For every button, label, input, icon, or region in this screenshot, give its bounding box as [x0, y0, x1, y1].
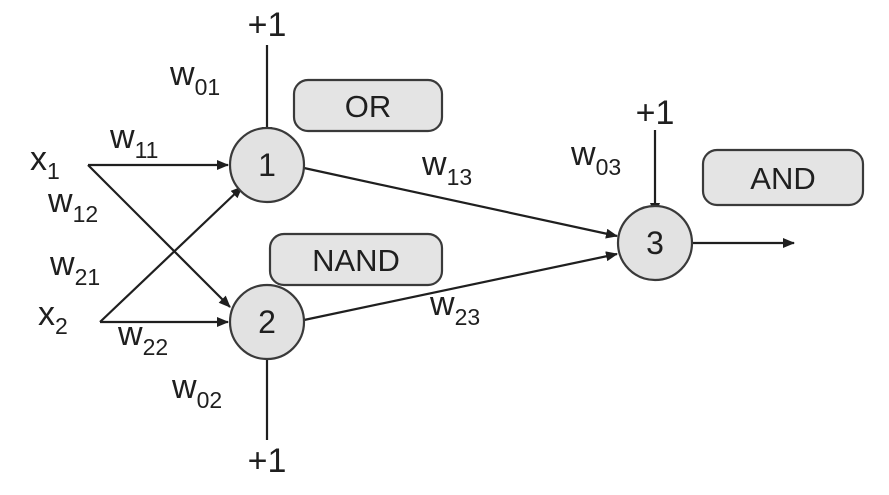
weight-w21-label: w21 [49, 245, 100, 290]
node-1-label: 1 [258, 147, 276, 183]
edge-node-1-to-node-3 [303, 166, 618, 239]
gate-and: AND [701, 148, 865, 207]
input-x2-sub: 2 [55, 313, 68, 339]
weight-w01-base: w [169, 55, 195, 93]
weight-w12-sub: 12 [73, 201, 99, 227]
weight-w02-label: w02 [171, 368, 222, 413]
input-x1-base: x [30, 140, 47, 178]
node-3-label: 3 [646, 225, 664, 261]
node-1: 1 [228, 126, 306, 204]
gate-nand: NAND [268, 232, 444, 287]
weight-w01-label: w01 [169, 55, 220, 100]
weight-w03-base: w [570, 135, 596, 173]
weight-w22-label: w22 [117, 315, 168, 360]
weight-w12-label: w12 [47, 182, 98, 227]
weight-w13-label: w13 [421, 145, 472, 190]
gate-nand-label: NAND [312, 243, 400, 278]
weight-w22-sub: 22 [143, 334, 169, 360]
weight-w11-sub: 11 [135, 137, 159, 163]
gate-and-label: AND [750, 161, 815, 196]
weight-w02-sub: 02 [197, 387, 223, 413]
input-x2-label: x2 [38, 295, 68, 339]
weight-w21-base: w [49, 245, 75, 283]
weight-w21-sub: 21 [75, 264, 101, 290]
edge-x1-to-node-2 [87, 164, 231, 308]
input-x2-base: x [38, 295, 55, 333]
weight-w13-base: w [421, 145, 447, 183]
weight-w12-base: w [47, 182, 73, 220]
input-x1-sub: 1 [47, 158, 60, 184]
node-3: 3 [616, 204, 694, 282]
weight-w23-sub: 23 [455, 304, 481, 330]
bias-label-bottom-node-2: +1 [248, 442, 287, 480]
edge-node-2-to-node-3 [303, 251, 618, 322]
weight-w11-base: w [109, 118, 135, 156]
bias-label-top-node-3: +1 [636, 94, 675, 132]
gate-or: OR [292, 78, 444, 133]
weight-w13-sub: 13 [447, 164, 473, 190]
weight-w23-base: w [429, 285, 455, 323]
weight-w03-sub: 03 [596, 154, 622, 180]
weight-w11-label: w11 [109, 118, 158, 163]
weight-w03-label: w03 [570, 135, 621, 180]
bias-label-top-node-1: +1 [248, 6, 287, 44]
node-2: 2 [228, 283, 306, 361]
weight-w23-label: w23 [429, 285, 480, 330]
gate-or-label: OR [345, 89, 392, 124]
edge-x2-to-node-1 [99, 186, 243, 323]
input-x1-label: x1 [30, 140, 60, 184]
weight-w02-base: w [171, 368, 197, 406]
node-2-label: 2 [258, 304, 276, 340]
weight-w01-sub: 01 [195, 74, 221, 100]
weight-w22-base: w [117, 315, 143, 353]
